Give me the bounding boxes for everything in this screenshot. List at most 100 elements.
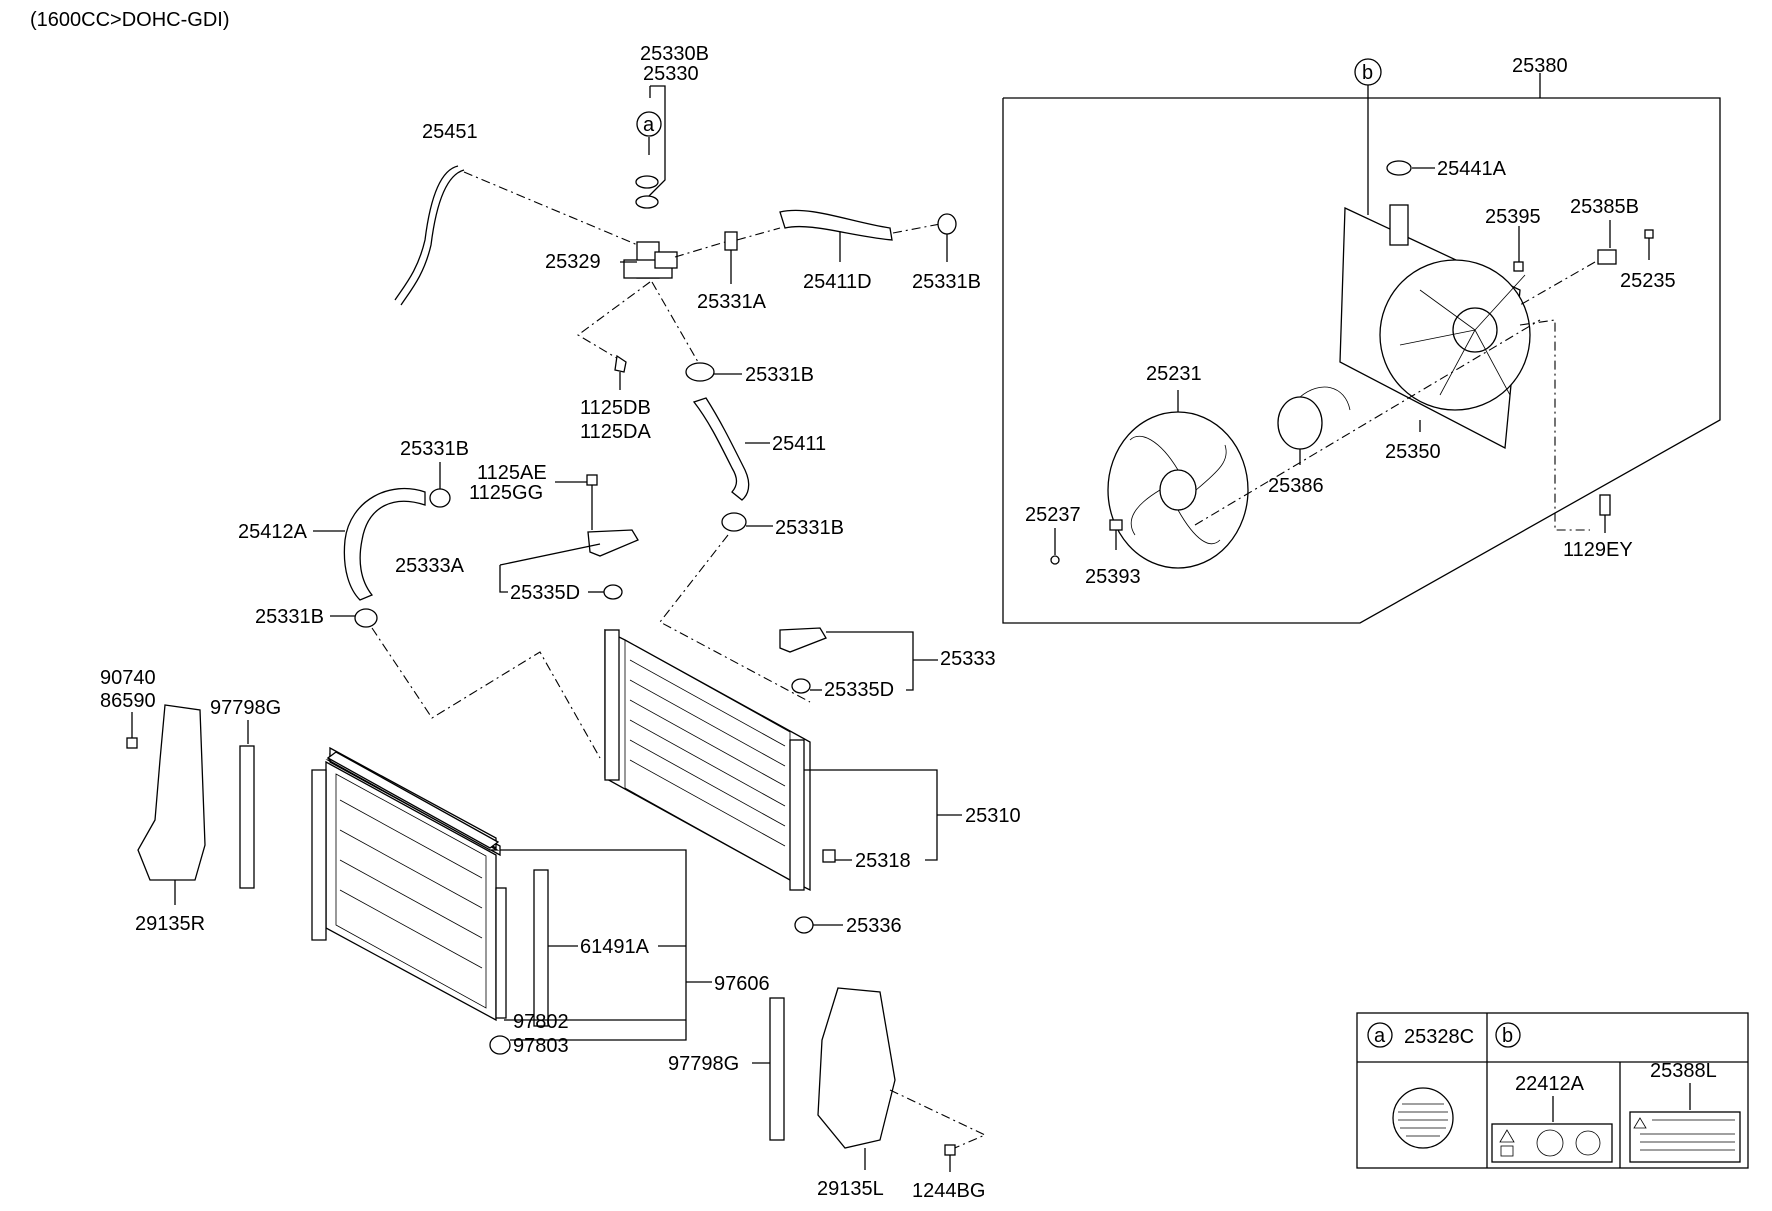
- callout-29135L: 29135L: [817, 1178, 884, 1200]
- engine-label: (1600CC>DOHC-GDI): [30, 9, 229, 31]
- callout-25380: 25380: [1512, 55, 1568, 77]
- air-guard-right-group: 90740 86590 29135R 97798G: [100, 667, 281, 935]
- motor-25386: [1277, 396, 1323, 450]
- callout-25318: 25318: [855, 850, 911, 872]
- callout-25335D-upper: 25335D: [510, 582, 580, 604]
- legend-marker-a-circle: [1367, 1022, 1393, 1048]
- callout-97798G-bottom: 97798G: [668, 1053, 739, 1075]
- bolt-1244BG: [944, 1144, 956, 1156]
- screw-25235: [1644, 229, 1654, 239]
- callout-25331B-mid: 25331B: [745, 364, 814, 386]
- callout-97802: 97802: [513, 1011, 569, 1033]
- callout-1125GG: 1125GG: [469, 482, 543, 504]
- callout-25350: 25350: [1385, 441, 1441, 463]
- callout-25329: 25329: [545, 251, 601, 273]
- fan-assembly-25380: 25380 b 25441A 25395 25385B 25235: [1002, 55, 1721, 624]
- leader-25330: [647, 85, 666, 198]
- callout-25331B-top: 25331B: [912, 271, 981, 293]
- resistor-25385B: [1597, 249, 1617, 265]
- insulator-25335D-lower: [791, 678, 811, 694]
- nut-25395: [1513, 261, 1524, 272]
- legend-part-22412A: 22412A: [1515, 1073, 1585, 1095]
- callout-25331B-left: 25331B: [400, 438, 469, 460]
- callout-25412A: 25412A: [238, 521, 308, 543]
- callout-25451: 25451: [422, 121, 478, 143]
- legend-marker-b: b: [1502, 1025, 1513, 1047]
- legend-marker-b-circle: [1495, 1022, 1521, 1048]
- air-guard-29135L: [817, 987, 896, 1149]
- clamp-25331B-left: [429, 488, 451, 508]
- callout-25331A: 25331A: [697, 291, 767, 313]
- callout-25335D-lower: 25335D: [824, 679, 894, 701]
- seal-97798G-top: [239, 745, 255, 889]
- hose-25412A: [343, 487, 426, 601]
- callout-25336: 25336: [846, 915, 902, 937]
- clamp-25331A: [724, 231, 738, 251]
- bolt-1125AE: [586, 474, 598, 486]
- callout-29135R: 29135R: [135, 913, 205, 935]
- label-25388L: [1629, 1111, 1741, 1163]
- marker-b: b: [1362, 62, 1373, 84]
- callout-1125DA: 1125DA: [580, 421, 651, 443]
- insulator-25336: [794, 916, 814, 934]
- bracket-25333: [779, 627, 827, 653]
- hose-25451: [394, 165, 459, 301]
- callout-97798G-top: 97798G: [210, 697, 281, 719]
- callout-1244BG: 1244BG: [912, 1180, 985, 1202]
- filler-neck-group: 25330B 25330 a 25451 25329 25331A 25411D…: [394, 43, 981, 501]
- plug-25318: [822, 849, 836, 863]
- callout-25331B-lower: 25331B: [255, 606, 324, 628]
- callout-97606: 97606: [714, 973, 770, 995]
- callout-25310: 25310: [965, 805, 1021, 827]
- cap-97803: [489, 1035, 511, 1055]
- clamp-25331B-bottomleft: [721, 512, 747, 532]
- callout-1125AE: 1125AE: [477, 462, 547, 484]
- clamp-25331B-top: [937, 213, 957, 235]
- seal-61491A: [533, 869, 549, 1027]
- radiator-25310: 25310 25318 25336: [604, 628, 1021, 937]
- callout-97803: 97803: [513, 1035, 569, 1057]
- callout-25441A: 25441A: [1437, 158, 1507, 180]
- hose-25411: [692, 397, 750, 501]
- callout-25331B-bottomleft: 25331B: [775, 517, 844, 539]
- seal-97798G-bottom: [769, 997, 785, 1141]
- insulator-25335D-upper: [603, 584, 623, 600]
- legend-part-25328C: 25328C: [1404, 1026, 1474, 1048]
- legend-marker-a: a: [1374, 1025, 1386, 1047]
- nut-25237: [1050, 555, 1060, 565]
- callout-25330: 25330: [643, 63, 699, 85]
- cap-25441A: [1386, 160, 1412, 176]
- marker-a: a: [643, 114, 655, 136]
- label-25328C: [1392, 1087, 1454, 1149]
- callout-25237: 25237: [1025, 504, 1081, 526]
- callout-86590: 86590: [100, 690, 156, 712]
- callout-1125DB: 1125DB: [580, 397, 651, 419]
- clamp-25331B-mid: [685, 362, 715, 382]
- legend-table: a 25328C b 22412A 25388L: [1356, 1012, 1749, 1169]
- marker-a-circle: [636, 111, 662, 137]
- callout-61491A: 61491A: [580, 936, 650, 958]
- callout-25333: 25333: [940, 648, 996, 670]
- callout-25235: 25235: [1620, 270, 1676, 292]
- condenser-97606: 61491A 97606 97802 97803: [311, 746, 770, 1057]
- callout-25386: 25386: [1268, 475, 1324, 497]
- clamp-25331B-lower: [354, 608, 378, 628]
- callout-25330B: 25330B: [640, 43, 709, 65]
- callout-25393: 25393: [1085, 566, 1141, 588]
- lower-hose-group: 25331B 25412A 25331B 1125AE 1125GG 25333…: [238, 438, 996, 759]
- air-guard-left-group: 97798G 29135L 1244BG: [668, 987, 987, 1202]
- bracket-25333A: [587, 529, 639, 557]
- legend-part-25388L: 25388L: [1650, 1060, 1717, 1082]
- cap-25330: [635, 175, 659, 189]
- bolt-1125DB: [614, 354, 627, 373]
- callout-1129EY: 1129EY: [1563, 539, 1633, 561]
- washer-25393: [1109, 519, 1123, 531]
- callout-25395: 25395: [1485, 206, 1541, 228]
- callout-25231: 25231: [1146, 363, 1202, 385]
- callout-25411D: 25411D: [803, 271, 872, 293]
- air-guard-29135R: [137, 704, 206, 881]
- callout-25333A: 25333A: [395, 555, 465, 577]
- callout-25385B: 25385B: [1570, 196, 1639, 218]
- bolt-1129EY: [1599, 494, 1611, 516]
